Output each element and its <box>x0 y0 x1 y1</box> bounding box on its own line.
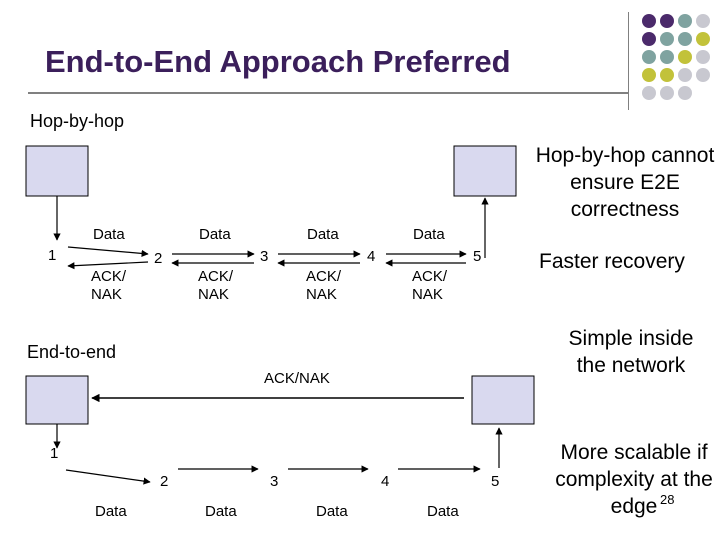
dot-olive <box>642 68 656 82</box>
hop-ack-label: ACK/ NAK <box>412 268 448 303</box>
dot-grey <box>696 14 710 28</box>
note-simple-inside: Simple inside the network <box>568 327 694 377</box>
dot-purple <box>660 14 674 28</box>
dot-grey <box>696 50 710 64</box>
e2e-node-label: 2 <box>160 473 169 490</box>
dot-olive <box>696 32 710 46</box>
hop-node-label: 1 <box>48 247 57 264</box>
dot-grey <box>642 86 656 100</box>
hop-ack-arrow-1 <box>67 261 149 270</box>
dot-olive <box>660 68 674 82</box>
hop-node-label: 4 <box>367 248 376 265</box>
dot-purple <box>642 14 656 28</box>
note-faster-recovery: Faster recovery <box>539 250 685 273</box>
slide-title: End-to-End Approach Preferred <box>45 44 511 79</box>
dot-grey <box>660 86 674 100</box>
e2e-node-label: 3 <box>270 473 279 490</box>
e2e-data-label: Data <box>316 503 348 520</box>
note-hop-cannot-ensure: Hop-by-hop cannot ensure E2E correctness <box>535 144 715 221</box>
hop-node-label: 5 <box>473 248 482 265</box>
note-more-scalable: More scalable if complexity at the edge <box>555 441 713 518</box>
e2e-dest-host-box <box>471 375 535 425</box>
page-number: 28 <box>660 492 675 507</box>
e2e-data-arrow-1 <box>65 469 151 485</box>
dot-teal <box>678 32 692 46</box>
dot-teal <box>678 14 692 28</box>
hop-data-label: Data <box>413 226 445 243</box>
hop-node-label: 3 <box>260 248 269 265</box>
hop-dest-host-box <box>453 145 517 197</box>
e2e-data-label: Data <box>427 503 459 520</box>
hop-data-label: Data <box>199 226 231 243</box>
e2e-node-label: 1 <box>50 445 59 462</box>
dot-grey <box>696 68 710 82</box>
hop-data-label: Data <box>307 226 339 243</box>
hop-ack-label: ACK/ NAK <box>91 268 127 303</box>
e2e-data-label: Data <box>95 503 127 520</box>
dot-grey <box>678 86 692 100</box>
e2e-node-label: 5 <box>491 473 500 490</box>
hop-ack-label: ACK/ NAK <box>198 268 234 303</box>
dot-purple <box>642 32 656 46</box>
dot-teal <box>660 32 674 46</box>
dot-teal <box>642 50 656 64</box>
title-divider-vertical <box>628 12 629 110</box>
dot-olive <box>678 50 692 64</box>
dot-grey <box>678 68 692 82</box>
hop-data-arrow-1 <box>67 246 149 258</box>
e2e-node-label: 4 <box>381 473 390 490</box>
hop-ack-label: ACK/ NAK <box>306 268 342 303</box>
e2e-source-host-box <box>25 375 89 425</box>
hop-data-label: Data <box>93 226 125 243</box>
hop-node-label: 2 <box>154 250 163 267</box>
dot-teal <box>660 50 674 64</box>
e2e-data-label: Data <box>205 503 237 520</box>
e2e-ack-label: ACK/NAK <box>264 370 330 387</box>
title-divider-horizontal <box>28 92 628 94</box>
hop-section-label: Hop-by-hop <box>30 111 125 131</box>
e2e-section-label: End-to-end <box>27 342 117 362</box>
hop-source-host-box <box>25 145 89 197</box>
